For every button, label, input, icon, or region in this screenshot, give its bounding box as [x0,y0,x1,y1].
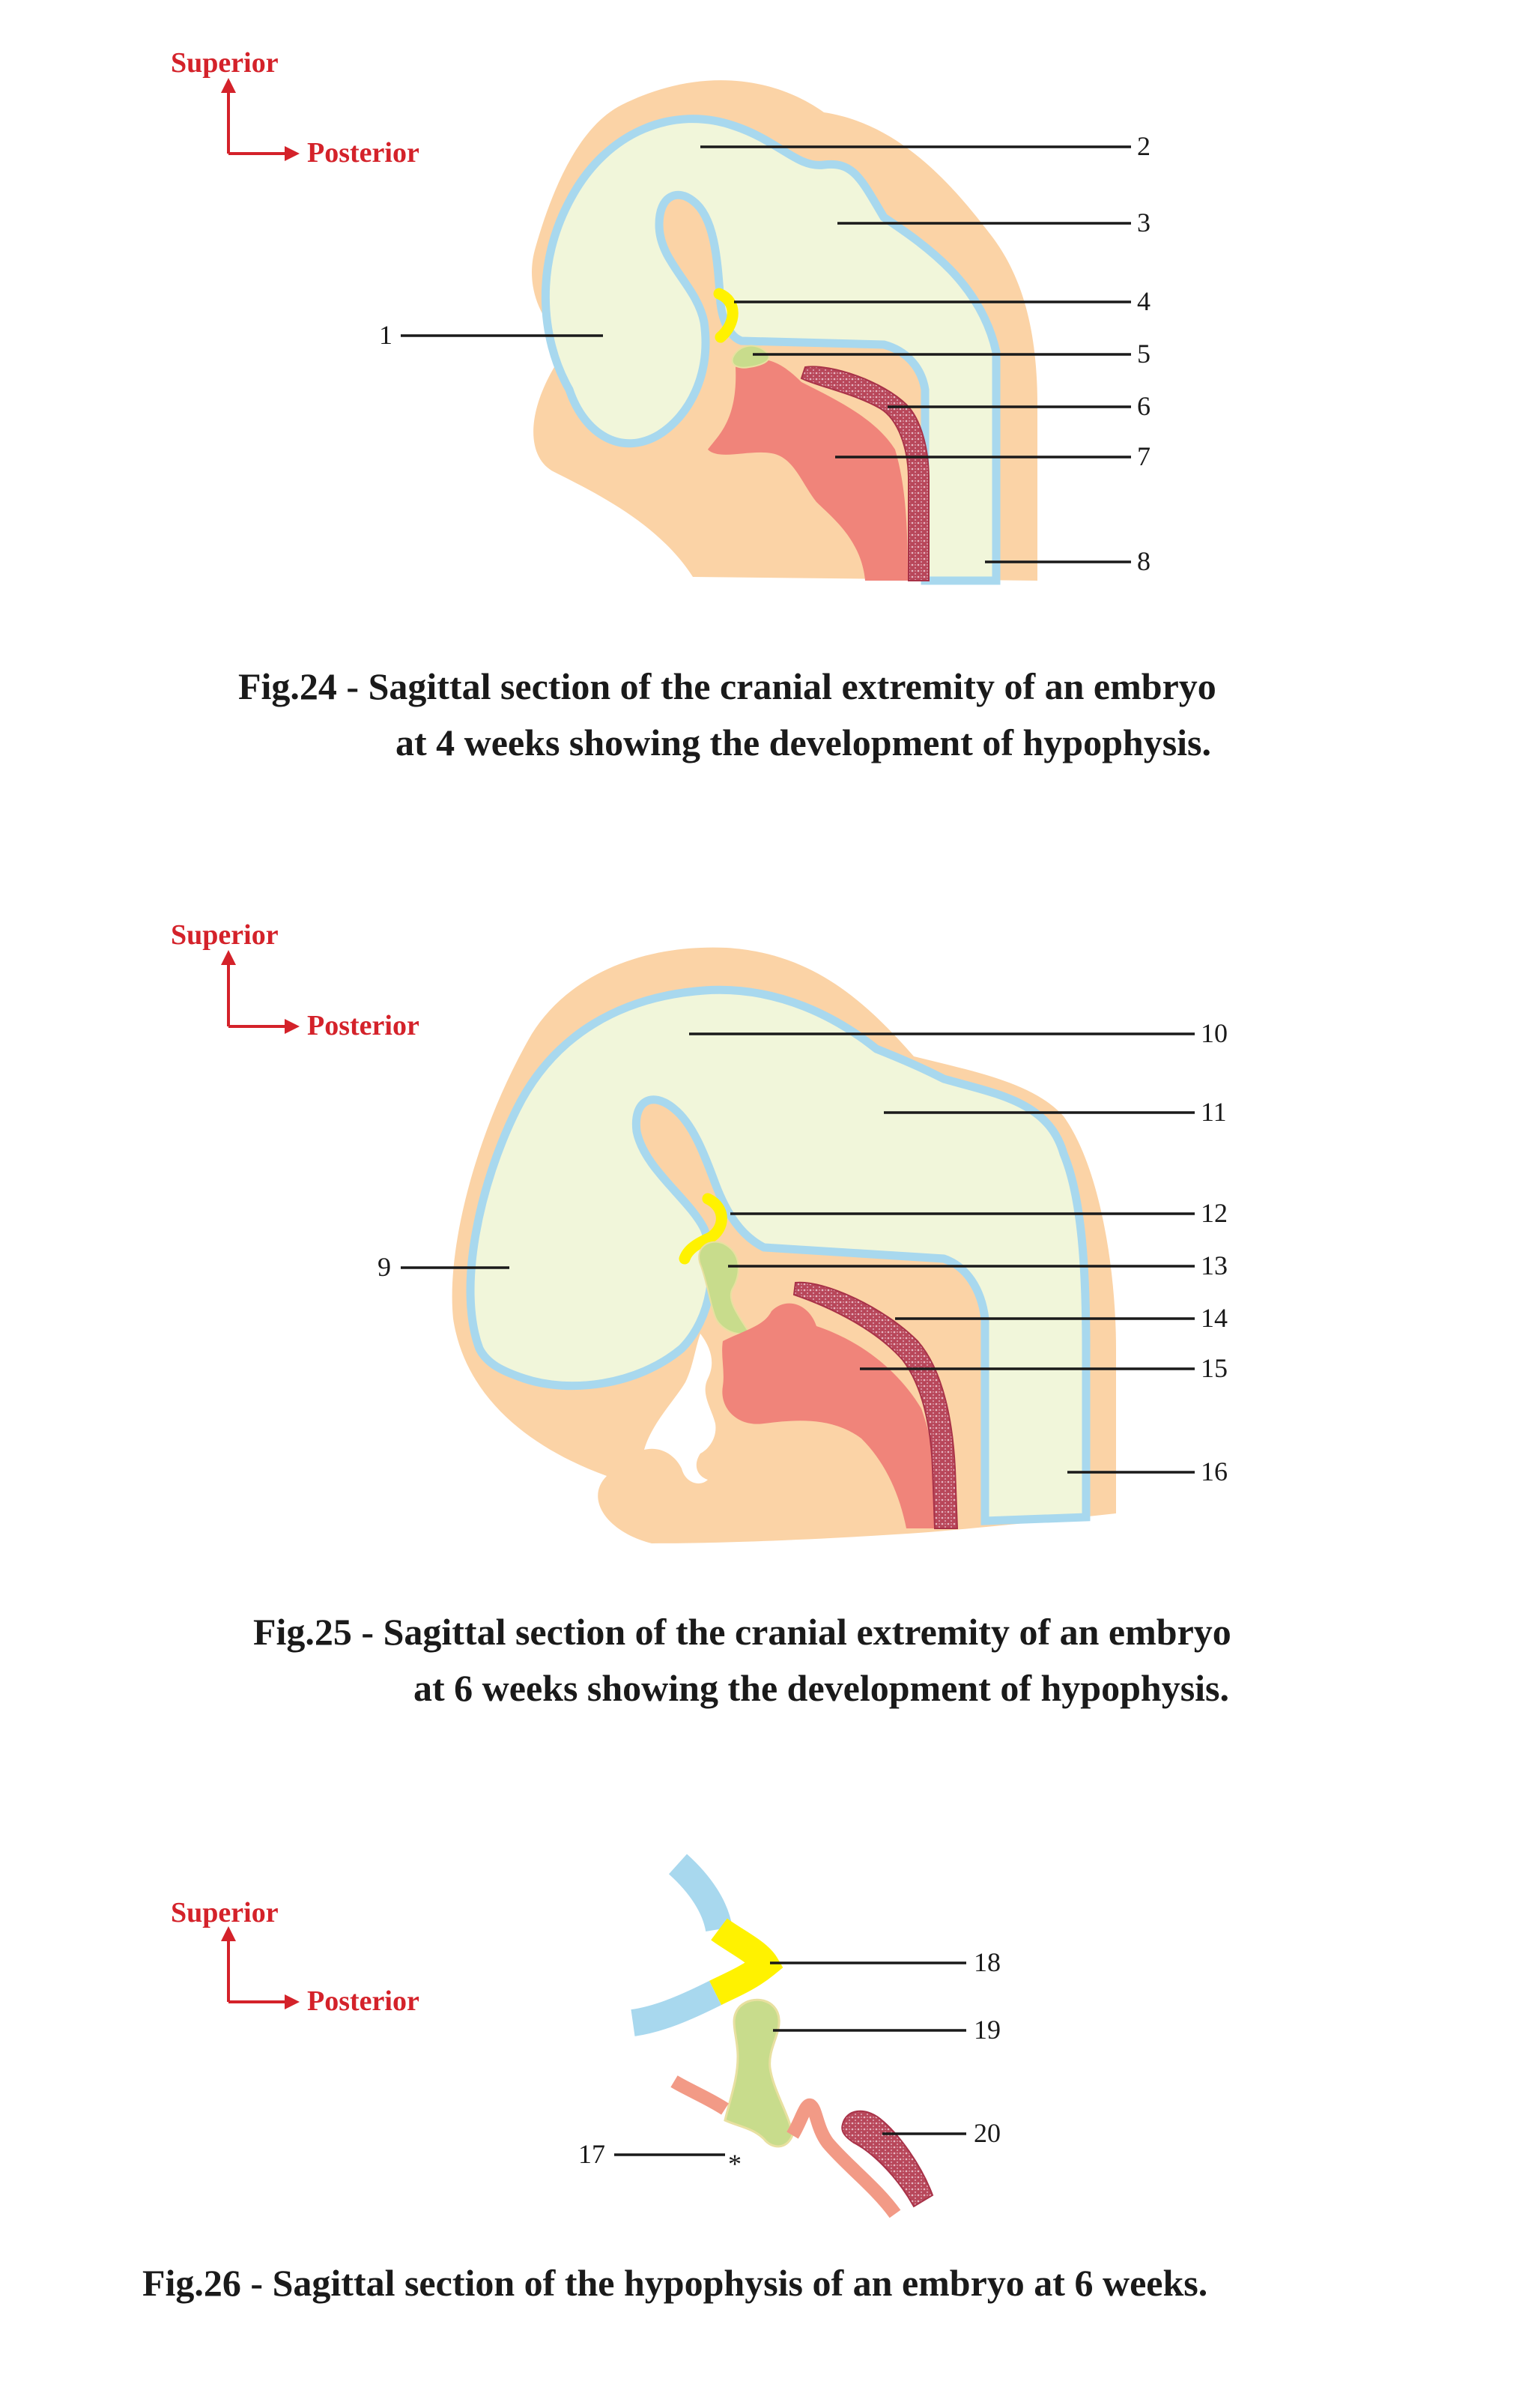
label-11: 11 [1201,1097,1227,1127]
label-19: 19 [974,2015,1001,2045]
infundibulum [709,1918,783,2006]
label-18: 18 [974,1947,1001,1977]
orientation-indicator: Superior Posterior [171,47,419,169]
label-20: 20 [974,2118,1001,2148]
figure-24: Superior Posterior 1 2 3 4 5 [171,47,1216,763]
figure-25: Superior Posterior 9 10 11 12 [171,919,1231,1709]
label-2: 2 [1137,131,1151,161]
figure-26: Superior Posterior 17 18 19 20 * Fig.26 … [142,1854,1207,2304]
number-labels: 1 2 3 4 5 6 7 8 [379,131,1151,576]
label-4: 4 [1137,286,1151,316]
label-13: 13 [1201,1250,1228,1280]
label-14: 14 [1201,1303,1228,1333]
label-6: 6 [1137,391,1151,421]
label-16: 16 [1201,1456,1228,1486]
neuroectoderm-upper [668,1854,733,1932]
rathke-pouch [731,345,770,369]
notochord [800,366,930,581]
label-5: 5 [1137,339,1151,369]
posterior-label: Posterior [307,1985,419,2017]
orientation-indicator: Superior Posterior [171,919,419,1041]
number-labels: 9 10 11 12 13 14 15 16 [378,1018,1228,1486]
rathke-pouch [724,1998,794,2148]
neural-tube-wall [541,115,1001,585]
superior-label: Superior [171,47,279,79]
label-3: 3 [1137,208,1151,238]
embryo-head-4-weeks [532,80,1037,585]
oral-ectoderm-left [670,2075,729,2115]
infundibulum [679,1193,727,1265]
pharynx [708,359,908,581]
notochord [841,2110,934,2208]
caption-fig24-line2: at 4 weeks showing the development of hy… [395,721,1211,763]
superior-label: Superior [171,919,279,951]
leader-lines [401,1032,1195,1474]
label-12: 12 [1201,1198,1228,1228]
label-8: 8 [1137,546,1151,576]
neuroectoderm-lower [631,1980,722,2036]
leader-lines [614,1961,966,2156]
label-15: 15 [1201,1353,1228,1383]
caption-fig24-line1: Fig.24 - Sagittal section of the cranial… [238,665,1216,707]
posterior-label: Posterior [307,137,419,169]
posterior-label: Posterior [307,1010,419,1041]
number-labels: 17 18 19 20 * [578,1947,1001,2179]
pharynx [722,1303,940,1528]
asterisk-marker: * [728,2149,742,2179]
caption-fig25-line1: Fig.25 - Sagittal section of the cranial… [253,1611,1231,1653]
infundibulum [713,288,739,343]
caption-fig25-line2: at 6 weeks showing the development of hy… [413,1667,1229,1709]
label-7: 7 [1137,441,1151,471]
oral-ectoderm-right [786,2099,901,2218]
leader-lines [401,145,1131,563]
embryo-head-6-weeks [452,947,1116,1543]
label-9: 9 [378,1252,391,1282]
superior-label: Superior [171,1897,279,1928]
notochord [792,1281,959,1529]
stomodeum-cavity [644,1334,716,1483]
label-1: 1 [379,320,392,350]
hypophysis-detail [631,1854,934,2218]
label-10: 10 [1201,1018,1228,1048]
caption-fig26: Fig.26 - Sagittal section of the hypophy… [142,2262,1207,2304]
label-17: 17 [578,2139,605,2169]
orientation-indicator: Superior Posterior [171,1897,419,2017]
